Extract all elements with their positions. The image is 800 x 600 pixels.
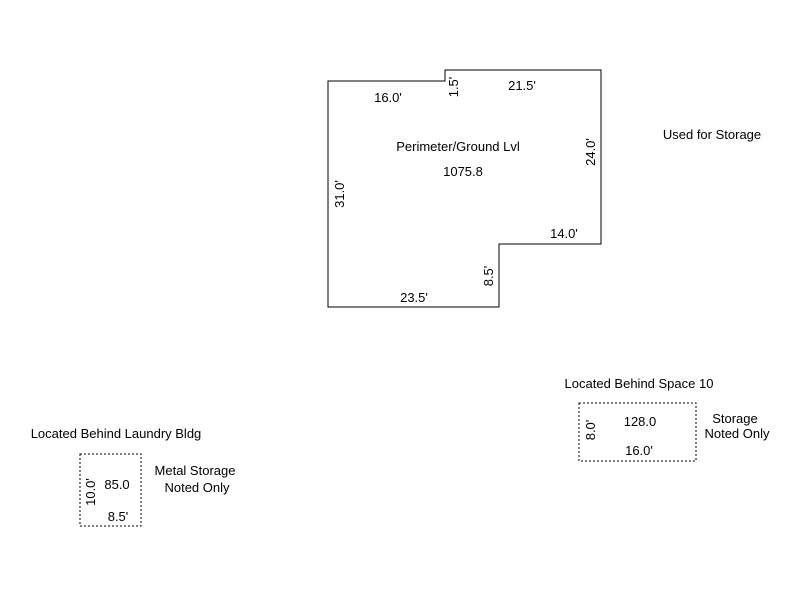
dim-inner-vertical: 8.5' <box>481 266 496 287</box>
storage-space-area: 128.0 <box>624 414 657 429</box>
storage-laundry-height: 10.0' <box>83 478 98 506</box>
storage-laundry-note-line1: Metal Storage <box>155 463 236 478</box>
dim-top-left: 16.0' <box>374 90 402 105</box>
main-building-outline <box>327 69 602 308</box>
dim-right-upper: 24.0' <box>583 138 598 166</box>
storage-laundry-outline <box>79 453 142 527</box>
main-building-name: Perimeter/Ground Lvl <box>396 139 520 154</box>
storage-laundry-note-line2: Noted Only <box>164 480 230 495</box>
main-building-area: 1075.8 <box>443 164 483 179</box>
storage-space-outline <box>578 402 697 462</box>
dim-bottom: 23.5' <box>400 290 428 305</box>
main-building-note: Used for Storage <box>663 127 761 142</box>
dim-top-right: 21.5' <box>508 78 536 93</box>
storage-space-note-line2: Noted Only <box>704 426 770 441</box>
storage-space-location: Located Behind Space 10 <box>565 376 714 391</box>
dim-step-up: 1.5' <box>446 77 461 98</box>
storage-laundry-area: 85.0 <box>104 477 129 492</box>
storage-laundry-location: Located Behind Laundry Bldg <box>31 426 202 441</box>
storage-space-height: 8.0' <box>583 420 598 441</box>
dim-left: 31.0' <box>332 180 347 208</box>
dim-inner-horizontal: 14.0' <box>550 226 578 241</box>
storage-space-note-line1: Storage <box>712 411 758 426</box>
storage-space-width: 16.0' <box>625 443 653 458</box>
storage-laundry-width: 8.5' <box>108 509 129 524</box>
